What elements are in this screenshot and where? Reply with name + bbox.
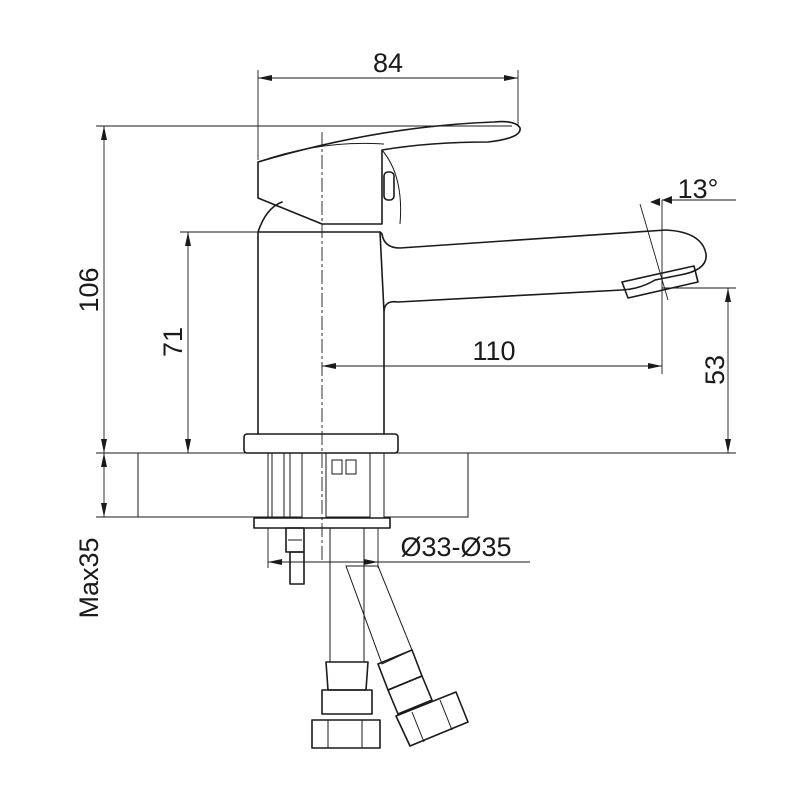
- right-hose-nut-icon: [395, 691, 469, 747]
- mounting-hardware: [253, 452, 391, 585]
- handle-cap-icon: [383, 171, 395, 201]
- mount-hole-label: Ø33-Ø35: [400, 532, 511, 562]
- dim-spout-height: 53: [662, 287, 736, 453]
- spout-reach-label: 110: [472, 336, 515, 366]
- spout-height-label: 53: [700, 355, 730, 385]
- spout: [379, 229, 707, 313]
- aerator: [621, 265, 699, 299]
- dim-mount-hole: Ø33-Ø35: [267, 528, 530, 568]
- dim-spout-reach: 110: [322, 200, 663, 374]
- dim-total-height: 106: [74, 125, 512, 453]
- faucet-body: [243, 201, 707, 454]
- total-height-label: 106: [74, 267, 104, 312]
- dim-max-countertop: Max35: [74, 453, 272, 619]
- left-hose-nut-icon: [311, 719, 381, 749]
- lever-handle: [257, 120, 521, 225]
- dim-handle-width: 84: [257, 48, 519, 160]
- spout-angle-label: 13°: [678, 174, 719, 204]
- dim-spout-angle: 13°: [639, 174, 736, 301]
- handle-width-label: 84: [373, 48, 403, 78]
- max-countertop-label: Max35: [74, 537, 104, 618]
- body-height-label: 71: [158, 327, 188, 357]
- dim-body-height: 71: [158, 231, 258, 453]
- flexible-hoses: [311, 527, 469, 749]
- countertop: [96, 452, 736, 518]
